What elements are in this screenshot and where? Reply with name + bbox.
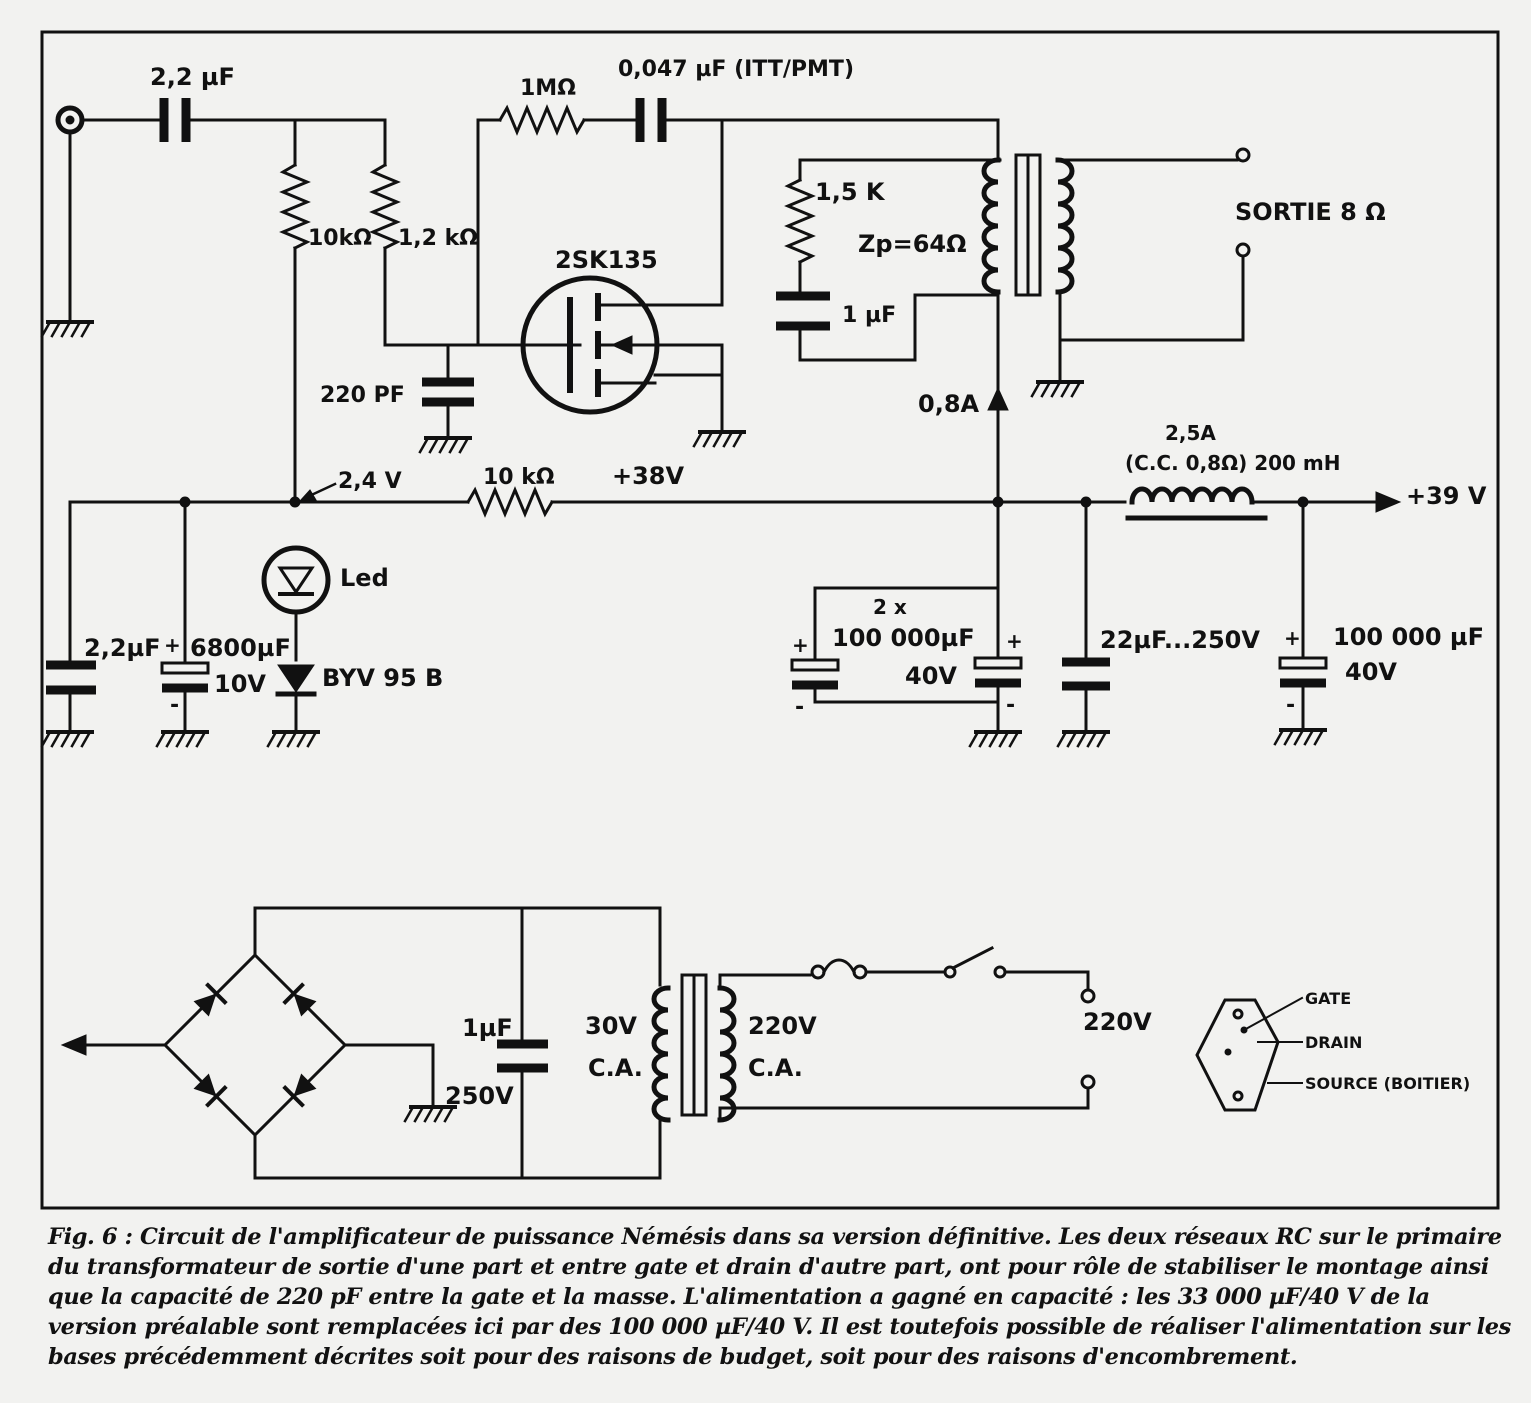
label-tr-sec-a: 30V bbox=[585, 1012, 637, 1040]
label-c250: 22µF...250V bbox=[1100, 626, 1260, 654]
label-zp: Zp=64Ω bbox=[858, 230, 967, 258]
label-caps2x-c: 40V bbox=[905, 662, 957, 690]
label-fet: 2SK135 bbox=[555, 246, 658, 274]
label-diode: BYV 95 B bbox=[322, 664, 443, 692]
label-sortie: SORTIE 8 Ω bbox=[1235, 198, 1386, 226]
supply-resistor bbox=[465, 486, 555, 518]
label-plus-4: + bbox=[1284, 626, 1301, 650]
label-v-gate: 2,4 V bbox=[338, 469, 402, 494]
figure-caption: Fig. 6 : Circuit de l'amplificateur de p… bbox=[48, 1224, 1511, 1370]
power-supply-section bbox=[60, 906, 1304, 1180]
mains-transformer bbox=[651, 985, 671, 1123]
reservoir-cap-b bbox=[973, 656, 1023, 670]
diode-byv95b bbox=[277, 664, 315, 693]
label-cout-b: 40V bbox=[1345, 658, 1397, 686]
output-transformer bbox=[981, 153, 1075, 297]
label-r-gate: 10kΩ bbox=[308, 226, 372, 251]
label-plus-1: + bbox=[164, 633, 181, 657]
label-choke-a: 2,5A bbox=[1165, 421, 1216, 445]
snubber-resistor bbox=[784, 177, 816, 265]
mains-switch bbox=[943, 965, 957, 979]
label-cps-a: 1µF bbox=[462, 1014, 513, 1042]
decoupling-cap-6800u bbox=[160, 661, 210, 675]
label-plus-3: + bbox=[1006, 629, 1023, 653]
feedback-resistor bbox=[497, 104, 587, 136]
label-v39: +39 V bbox=[1406, 482, 1487, 510]
label-c22: 2,2µF bbox=[84, 634, 161, 662]
rectifier-bridge bbox=[162, 952, 348, 1138]
label-tr-pri-b: C.A. bbox=[748, 1054, 803, 1082]
fuse bbox=[810, 964, 826, 980]
label-pin-drain: DRAIN bbox=[1305, 1033, 1362, 1052]
label-minus-2: - bbox=[795, 695, 804, 720]
choke-inductor bbox=[1129, 486, 1255, 505]
label-led: Led bbox=[340, 564, 389, 592]
label-c-gate: 220 PF bbox=[320, 383, 405, 408]
label-choke-b: (C.C. 0,8Ω) 200 mH bbox=[1125, 451, 1340, 475]
to3-package-pinout bbox=[1195, 996, 1304, 1112]
led bbox=[261, 545, 331, 615]
label-pin-gate: GATE bbox=[1305, 989, 1351, 1008]
label-caps2x-a: 2 x bbox=[873, 595, 907, 619]
label-r-snub: 1,5 K bbox=[815, 178, 886, 206]
label-cout-a: 100 000 µF bbox=[1333, 623, 1484, 651]
label-c-snub: 1 µF bbox=[842, 303, 896, 328]
label-minus-4: - bbox=[1286, 693, 1295, 718]
reservoir-cap-a bbox=[790, 658, 840, 672]
label-r-feedback: 1MΩ bbox=[520, 76, 576, 101]
label-pin-source: SOURCE (BOITIER) bbox=[1305, 1074, 1470, 1093]
figure-border bbox=[40, 30, 1500, 1210]
label-mains: 220V bbox=[1083, 1008, 1152, 1036]
label-plus-2: + bbox=[792, 633, 809, 657]
label-c-feedback: 0,047 µF (ITT/PMT) bbox=[618, 57, 854, 82]
label-v10: 10V bbox=[214, 670, 266, 698]
output-cap bbox=[1278, 656, 1328, 670]
label-tr-pri-a: 220V bbox=[748, 1012, 817, 1040]
label-c6800: 6800µF bbox=[190, 634, 291, 662]
component-labels: 2,2 µF 1MΩ 0,047 µF (ITT/PMT) 10kΩ 1,2 k… bbox=[84, 57, 1487, 1110]
label-tr-sec-b: C.A. bbox=[588, 1054, 643, 1082]
label-cps-b: 250V bbox=[445, 1082, 514, 1110]
gate-resistor bbox=[279, 162, 311, 251]
label-current: 0,8A bbox=[918, 390, 980, 418]
label-c-in: 2,2 µF bbox=[150, 63, 235, 91]
bias-resistor bbox=[369, 162, 401, 251]
amplifier-section bbox=[40, 98, 1402, 748]
label-caps2x-b: 100 000µF bbox=[832, 624, 975, 652]
label-r-bias: 1,2 kΩ bbox=[398, 226, 478, 251]
label-v38: +38V bbox=[612, 462, 685, 490]
label-r-supply: 10 kΩ bbox=[483, 465, 555, 490]
label-minus-3: - bbox=[1006, 693, 1015, 718]
label-minus-1: - bbox=[170, 693, 179, 718]
